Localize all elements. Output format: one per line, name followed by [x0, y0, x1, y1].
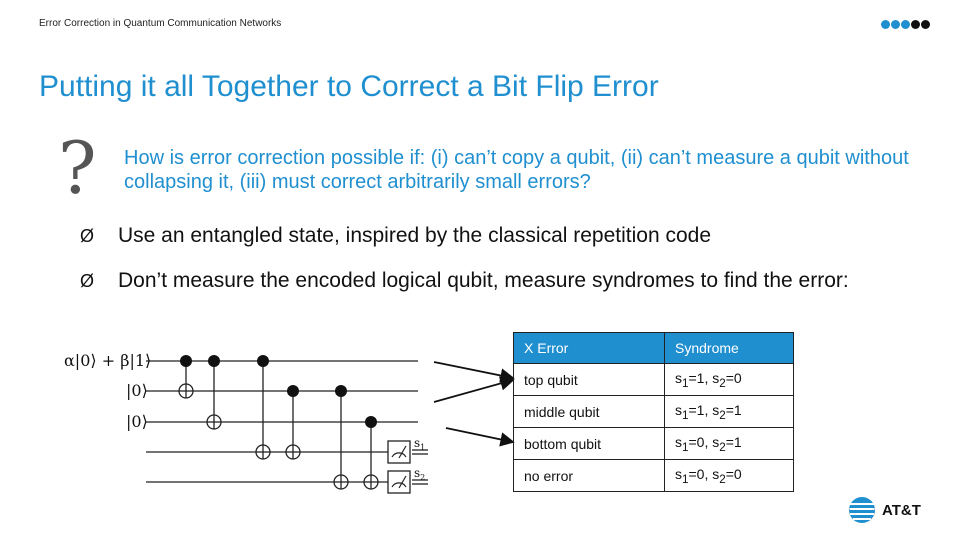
measure-label-sub: 2 — [420, 473, 425, 482]
column-header: Syndrome — [664, 332, 794, 364]
brand-dot — [921, 20, 930, 29]
bullet-item: Ø Don’t measure the encoded logical qubi… — [80, 266, 920, 296]
pointer-arrows — [433, 361, 515, 447]
measure-label-sub: 1 — [420, 443, 425, 452]
measure-label-s2: s — [414, 466, 420, 480]
input-label-logical: α|0⟩ + β|1⟩ — [64, 351, 151, 370]
input-label-ancilla: |0⟩ — [126, 381, 148, 400]
brand-dot — [881, 20, 890, 29]
bullet-text: Use an entangled state, inspired by the … — [118, 224, 712, 247]
table-row: top qubit s1=1, s2=0 — [513, 363, 794, 396]
column-header: X Error — [513, 332, 665, 364]
syndrome-cell: s1=0, s2=1 — [664, 427, 794, 460]
table-row: no error s1=0, s2=0 — [513, 459, 794, 492]
bullet-item: Ø Use an entangled state, inspired by th… — [80, 221, 840, 251]
error-cell: bottom qubit — [513, 427, 665, 460]
syndrome-cell: s1=0, s2=0 — [664, 459, 794, 492]
error-correction-circuit: α|0⟩ + β|1⟩ |0⟩ |0⟩ s1 s2 — [64, 351, 428, 494]
svg-text:s2: s2 — [414, 466, 425, 482]
arrow-bullet-icon: Ø — [80, 271, 95, 291]
input-label-ancilla: |0⟩ — [126, 412, 148, 431]
arrow-icon — [433, 361, 515, 383]
logo-text: AT&T — [882, 501, 921, 519]
slide-title: Putting it all Together to Correct a Bit… — [39, 70, 659, 103]
arrow-icon — [433, 376, 515, 403]
brand-dot — [891, 20, 900, 29]
error-cell: no error — [513, 459, 665, 492]
error-cell: middle qubit — [513, 395, 665, 428]
bullet-text: Don’t measure the encoded logical qubit,… — [118, 269, 849, 292]
svg-text:s1: s1 — [414, 436, 425, 452]
brand-dot — [911, 20, 920, 29]
table-header-row: X Error Syndrome — [513, 332, 794, 364]
arrow-bullet-icon: Ø — [80, 226, 95, 246]
brand-dot — [901, 20, 910, 29]
globe-icon — [849, 497, 875, 523]
syndrome-cell: s1=1, s2=0 — [664, 363, 794, 396]
arrow-icon — [445, 427, 515, 447]
table-row: middle qubit s1=1, s2=1 — [513, 395, 794, 428]
measurement-meter-icon — [387, 470, 411, 494]
syndrome-table: X Error Syndrome top qubit s1=1, s2=0 mi… — [513, 332, 794, 492]
att-logo: AT&T — [848, 496, 921, 524]
syndrome-cell: s1=1, s2=1 — [664, 395, 794, 428]
table-row: bottom qubit s1=0, s2=1 — [513, 427, 794, 460]
question-text: How is error correction possible if: (i)… — [124, 147, 909, 193]
slide-header: Error Correction in Quantum Communicatio… — [39, 18, 282, 29]
error-cell: top qubit — [513, 363, 665, 396]
brand-dots — [881, 20, 930, 29]
measure-label-s1: s — [414, 436, 420, 450]
measurement-meter-icon — [387, 440, 411, 464]
question-mark-icon: ? — [58, 126, 97, 210]
